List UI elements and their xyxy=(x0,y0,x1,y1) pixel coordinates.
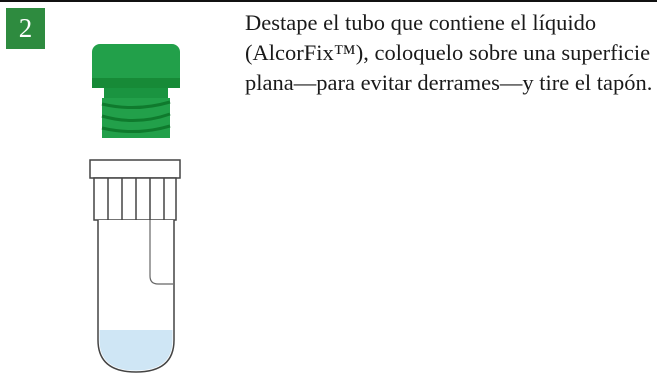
instruction-text: Destape el tubo que contiene el líquido … xyxy=(245,10,653,95)
cap-top-shade xyxy=(92,78,180,88)
tube-icon xyxy=(89,159,181,373)
cap-thread-1 xyxy=(101,100,171,110)
tube-label-line xyxy=(149,220,173,285)
cap-step xyxy=(104,88,168,98)
tube-liquid xyxy=(99,330,173,371)
tube-cap-icon xyxy=(92,44,180,138)
cap-top xyxy=(92,44,180,88)
top-divider xyxy=(0,0,657,2)
tube-and-cap-illustration xyxy=(89,44,181,373)
tube-rim xyxy=(89,159,181,179)
step-number-badge: 2 xyxy=(6,8,45,49)
cap-thread-2 xyxy=(101,112,171,123)
cap-thread-3 xyxy=(101,124,171,134)
